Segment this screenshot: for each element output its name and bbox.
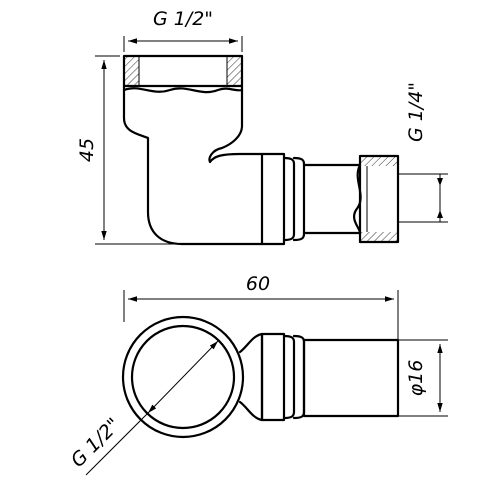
bottom-view: 60 φ16 G 1/2" (67, 273, 448, 476)
break-line-side (352, 163, 362, 235)
side-socket (358, 154, 400, 244)
height-label: 45 (76, 138, 98, 162)
bottom-pipe (302, 338, 400, 418)
side-socket-hatch-bottom (361, 232, 397, 241)
dimension-height: 45 (76, 55, 178, 245)
length-label: 60 (246, 273, 270, 295)
top-thread-label: G 1/2" (153, 8, 213, 30)
top-socket-hatch-right (227, 57, 241, 85)
side-thread-label: G 1/4" (405, 82, 427, 142)
dimension-diameter: φ16 (398, 339, 448, 417)
dimension-length: 60 (123, 273, 399, 342)
bottom-fitting-base (260, 332, 286, 422)
top-socket-hatch-left (125, 57, 139, 85)
side-socket-hatch-top (361, 157, 397, 166)
top-socket (122, 54, 244, 94)
side-fitting (260, 152, 400, 246)
socket-outer-circle (121, 315, 245, 439)
dimension-top-thread: G 1/2" (123, 8, 243, 52)
bottom-thread-label: G 1/2" (67, 414, 125, 472)
elbow-body (122, 84, 264, 246)
front-view: G 1/2" 45 G 1/4" (76, 8, 448, 246)
diameter-label: φ16 (405, 360, 427, 397)
socket-inner-circle (130, 324, 236, 430)
break-line-top (122, 87, 244, 94)
dimension-side-thread: G 1/4" (398, 82, 448, 223)
